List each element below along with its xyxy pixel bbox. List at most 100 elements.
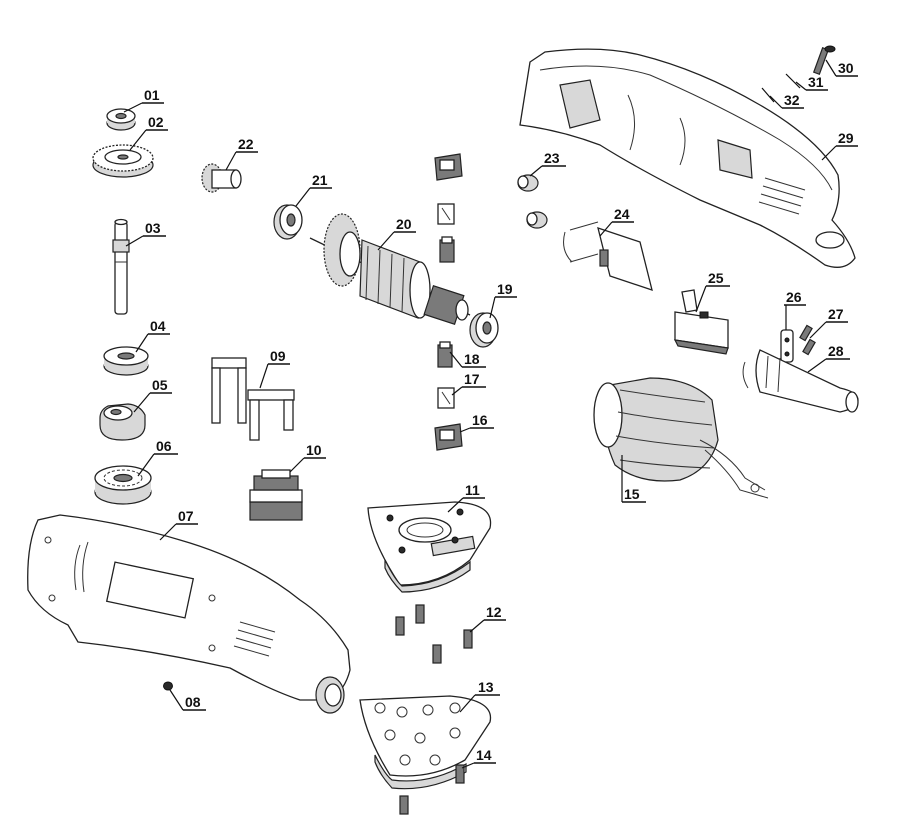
label-31-text: 31 bbox=[808, 74, 824, 90]
part-brush-spring-upper bbox=[437, 203, 455, 225]
part-ball-bearing-small bbox=[103, 346, 149, 376]
label-18: 18 bbox=[449, 351, 486, 368]
part-eccentric bbox=[99, 403, 146, 441]
part-base-screws bbox=[395, 604, 473, 664]
label-07: 07 bbox=[159, 508, 198, 541]
part-plate-screws bbox=[399, 764, 465, 815]
label-30-text: 30 bbox=[838, 60, 854, 76]
label-16-text: 16 bbox=[472, 412, 488, 428]
part-housing-shell bbox=[27, 514, 351, 714]
label-06: 06 bbox=[137, 438, 178, 477]
label-25-text: 25 bbox=[708, 270, 724, 286]
part-bushings bbox=[517, 174, 548, 229]
label-17: 17 bbox=[451, 371, 486, 396]
label-24-text: 24 bbox=[614, 206, 630, 222]
part-carbon-brush bbox=[437, 341, 453, 368]
part-armature bbox=[309, 213, 471, 325]
part-nut bbox=[106, 108, 136, 131]
label-23-text: 23 bbox=[544, 150, 560, 166]
label-12-text: 12 bbox=[486, 604, 502, 620]
label-29-text: 29 bbox=[838, 130, 854, 146]
label-31: 31 bbox=[795, 74, 828, 91]
label-02-text: 02 bbox=[148, 114, 164, 130]
label-01-text: 01 bbox=[144, 87, 160, 103]
label-15-text: 15 bbox=[624, 486, 640, 502]
label-16: 16 bbox=[459, 412, 494, 433]
label-08: 08 bbox=[169, 689, 206, 711]
label-26-text: 26 bbox=[786, 289, 802, 305]
label-24: 24 bbox=[599, 206, 634, 237]
part-sanding-plate bbox=[359, 695, 492, 790]
label-32-text: 32 bbox=[784, 92, 800, 108]
label-20: 20 bbox=[377, 216, 416, 251]
label-10: 10 bbox=[289, 442, 326, 473]
part-screw-32 bbox=[761, 87, 775, 103]
label-21: 21 bbox=[295, 172, 332, 207]
label-14-text: 14 bbox=[476, 747, 492, 763]
part-rear-bearing bbox=[469, 312, 499, 348]
part-capacitor bbox=[563, 221, 653, 291]
part-spindle-shaft bbox=[112, 218, 130, 315]
part-bevel-gear bbox=[92, 144, 154, 178]
label-26: 26 bbox=[784, 289, 806, 330]
label-27: 27 bbox=[809, 306, 848, 339]
label-23: 23 bbox=[529, 150, 566, 177]
label-20-text: 20 bbox=[396, 216, 412, 232]
part-switch bbox=[673, 289, 729, 355]
label-17-text: 17 bbox=[464, 371, 480, 387]
part-screw-31 bbox=[785, 73, 801, 89]
label-13: 13 bbox=[459, 679, 500, 713]
label-12: 12 bbox=[469, 604, 506, 633]
part-carbon-brush-block bbox=[249, 469, 303, 521]
label-28: 28 bbox=[807, 343, 850, 373]
label-11: 11 bbox=[447, 482, 485, 513]
label-28-text: 28 bbox=[828, 343, 844, 359]
label-01: 01 bbox=[123, 87, 164, 113]
part-screw-30 bbox=[812, 45, 836, 76]
label-03-text: 03 bbox=[145, 220, 161, 236]
label-09: 09 bbox=[259, 348, 290, 389]
part-clamp-screws bbox=[799, 324, 816, 356]
label-30: 30 bbox=[825, 59, 858, 77]
label-19: 19 bbox=[489, 281, 517, 319]
label-19-text: 19 bbox=[497, 281, 513, 297]
label-03: 03 bbox=[125, 220, 166, 247]
label-06-text: 06 bbox=[156, 438, 172, 454]
label-22-text: 22 bbox=[238, 136, 254, 152]
label-04: 04 bbox=[135, 318, 170, 353]
part-housing-shell-right bbox=[519, 48, 856, 268]
label-13-text: 13 bbox=[478, 679, 494, 695]
label-14: 14 bbox=[461, 747, 496, 769]
label-05: 05 bbox=[133, 377, 172, 413]
part-brush-spring bbox=[437, 387, 455, 409]
label-22: 22 bbox=[225, 136, 258, 171]
part-brush-cap-upper bbox=[434, 153, 463, 181]
label-08-text: 08 bbox=[185, 694, 201, 710]
label-04-text: 04 bbox=[150, 318, 166, 334]
label-11-text: 11 bbox=[465, 482, 480, 498]
part-brush-holders bbox=[211, 357, 295, 441]
label-32: 32 bbox=[769, 92, 804, 109]
part-ball-bearing-large bbox=[94, 465, 152, 505]
part-brush-cap bbox=[434, 423, 463, 451]
part-cord-sleeve bbox=[742, 349, 859, 413]
label-10-text: 10 bbox=[306, 442, 322, 458]
label-09-text: 09 bbox=[270, 348, 286, 364]
part-sanding-base bbox=[367, 501, 492, 593]
part-pinion bbox=[201, 163, 242, 193]
label-02: 02 bbox=[129, 114, 168, 151]
part-carbon-brush-upper bbox=[439, 236, 455, 263]
label-07-text: 07 bbox=[178, 508, 194, 524]
part-stator bbox=[593, 377, 769, 499]
label-27-text: 27 bbox=[828, 306, 844, 322]
label-15: 15 bbox=[621, 455, 646, 503]
label-29: 29 bbox=[821, 130, 858, 161]
part-front-bearing bbox=[273, 204, 303, 240]
label-21-text: 21 bbox=[312, 172, 328, 188]
part-small-screw bbox=[163, 681, 173, 691]
part-cable-clamp bbox=[780, 329, 794, 363]
label-25: 25 bbox=[695, 270, 730, 313]
label-05-text: 05 bbox=[152, 377, 168, 393]
label-18-text: 18 bbox=[464, 351, 480, 367]
